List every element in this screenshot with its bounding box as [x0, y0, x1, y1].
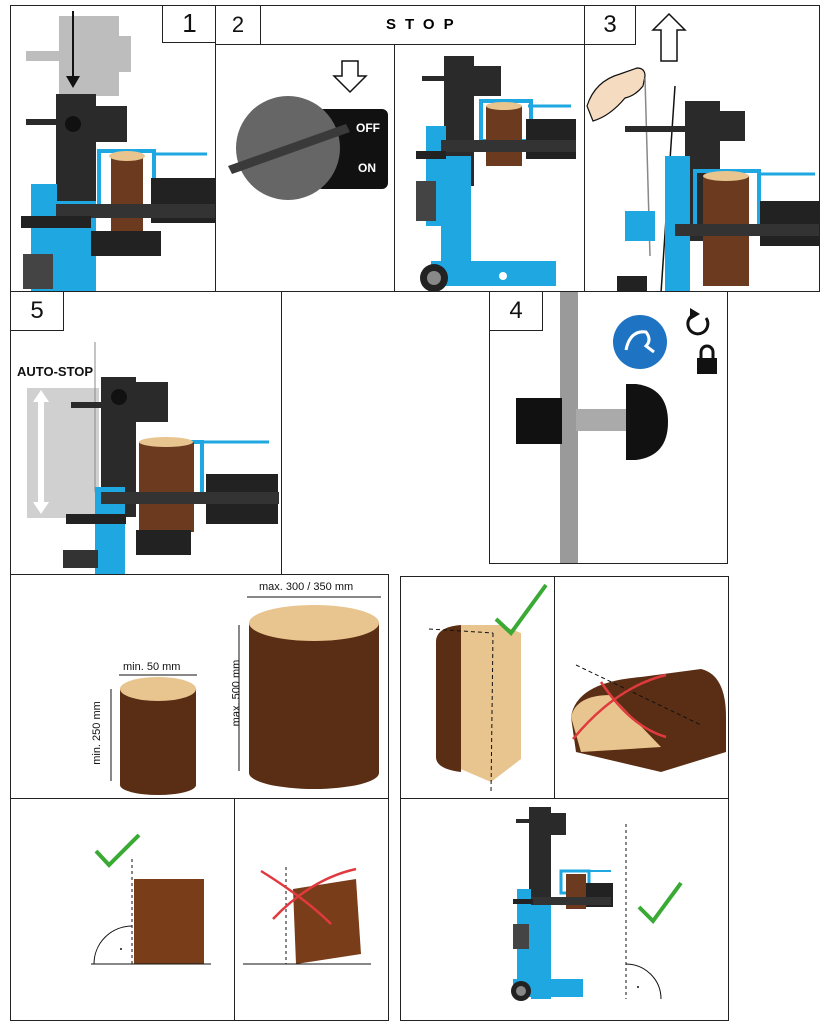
step3-illustration [586, 12, 819, 291]
machine-stopped-illustration [416, 56, 576, 291]
step-number: 1 [162, 6, 215, 43]
cross-icon [572, 673, 667, 740]
step4-illustration [516, 292, 717, 563]
power-switch [228, 60, 388, 200]
machine-upright-illustration [511, 807, 683, 1001]
check-icon [94, 833, 141, 868]
machine-upright-panel [400, 798, 729, 1021]
step2-panel: 2 STOP OFF ON [215, 5, 585, 292]
min-length-label: min. 250 mm [90, 701, 103, 765]
hand-icon [586, 67, 646, 122]
step5-panel: 5 AUTO-STOP [10, 291, 282, 575]
on-label: ON [358, 161, 376, 175]
stop-label: STOP [386, 16, 463, 33]
step-number: 3 [585, 6, 636, 45]
log-upright-panel [10, 798, 389, 1021]
check-icon [494, 583, 548, 637]
down-arrow-icon [66, 11, 80, 88]
step3-panel: 3 [584, 5, 820, 292]
step-number: 5 [11, 292, 64, 331]
log-upright-illustration [91, 833, 371, 965]
max-diameter-label: max. 300 / 350 mm [259, 581, 354, 593]
cross-icon [260, 869, 332, 925]
split-direction-panel [400, 576, 729, 799]
step5-illustration [27, 342, 279, 574]
split-direction-illustration [428, 583, 726, 794]
step1-illustration [21, 16, 215, 291]
log-dimensions-panel: min. 50 mm min. 250 mm max. 300 / 350 mm… [10, 574, 389, 799]
min-diameter-label: min. 50 mm [123, 661, 181, 673]
log-dimensions-illustration [110, 596, 381, 795]
step-number: 2 [216, 6, 261, 45]
strength-icon [613, 315, 667, 369]
up-arrow-icon [651, 12, 687, 62]
step-number: 4 [490, 292, 543, 331]
step1-panel: 1 [10, 5, 216, 292]
step4-panel: 4 [489, 291, 728, 564]
max-length-label: max. 500 mm [230, 659, 243, 727]
off-label: OFF [356, 121, 380, 135]
auto-stop-label: AUTO-STOP [17, 364, 94, 379]
down-arrow-icon [332, 60, 368, 94]
check-icon [637, 881, 683, 925]
lock-icon [697, 358, 717, 374]
